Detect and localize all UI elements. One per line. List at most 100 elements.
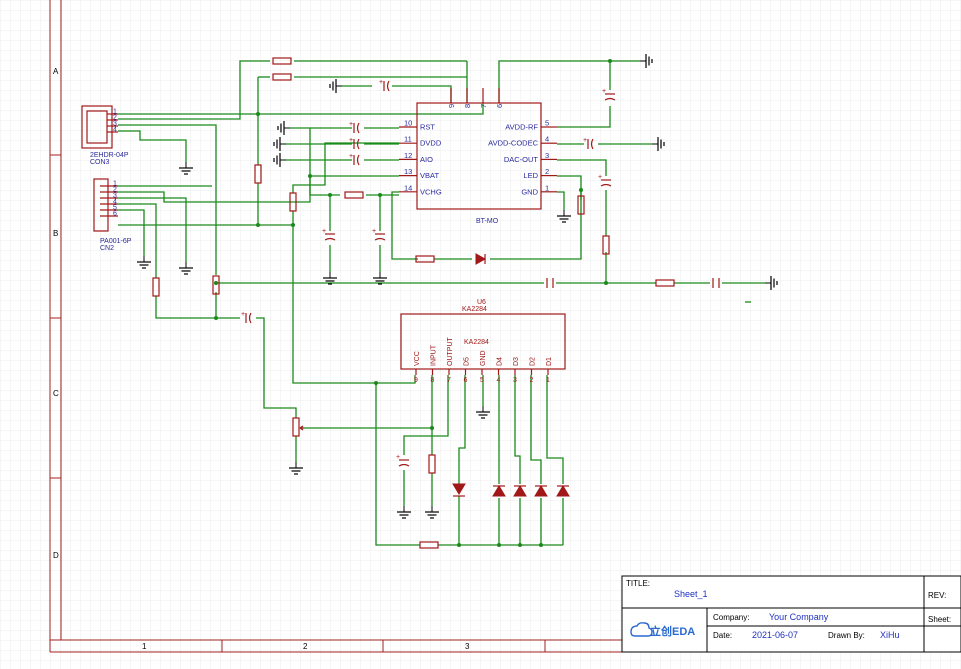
svg-text:+: +	[583, 137, 587, 144]
frame-row-label: A	[53, 67, 59, 76]
capacitor-e11[interactable]: +	[349, 153, 360, 166]
date-label: Date:	[713, 631, 732, 640]
drawn-by-value: XiHu	[880, 630, 900, 640]
btmo-left-pin-num: 11	[404, 135, 412, 144]
led-row-item[interactable]	[492, 485, 506, 497]
btmo-right-pin-name: LED	[523, 171, 538, 180]
u6-pin-num: 9	[414, 377, 418, 384]
u6-pin-name: OUTPUT	[447, 337, 454, 367]
svg-text:+: +	[349, 121, 353, 128]
capacitor-e8[interactable]: +	[379, 79, 390, 92]
resistor-r15[interactable]	[655, 279, 675, 287]
svg-text:+: +	[379, 79, 383, 86]
u6-pin-name: VCC	[414, 351, 421, 366]
u6-ref: U6	[477, 299, 486, 306]
u6-pin-num: 5	[480, 377, 484, 384]
rev-label: REV:	[928, 591, 946, 600]
capacitor-e15[interactable]: +	[583, 137, 594, 150]
con3-pin-num: 3	[113, 121, 117, 128]
btmo-left-pin-name: RST	[420, 123, 435, 132]
btmo-right-pin-name: DAC-OUT	[504, 155, 539, 164]
resistor-r16[interactable]	[344, 191, 364, 199]
led-led7[interactable]	[452, 483, 466, 497]
btmo-left-pin-name: VCHG	[420, 187, 442, 196]
u6-pin-num: 6	[464, 377, 468, 384]
logo-text: 立创EDA	[650, 624, 695, 638]
cn2-pin-num: 3	[113, 193, 117, 200]
u6-pin-name: D5	[464, 357, 471, 366]
u6-part: KA2284	[462, 306, 487, 313]
btmo-right-pin-num: 5	[545, 119, 549, 128]
u6-pin-name: INPUT	[431, 344, 438, 366]
cn2-ref: CN2	[100, 245, 114, 252]
btmo-right-pin-num: 3	[545, 151, 549, 160]
resistor-r12[interactable]	[212, 275, 220, 295]
resistor-r25[interactable]	[152, 277, 160, 297]
u6-pin-name: D3	[513, 357, 520, 366]
frame-row-label: D	[53, 551, 59, 560]
resistor-r24[interactable]	[415, 255, 435, 263]
led-row-item[interactable]	[513, 485, 527, 497]
company-value: Your Company	[769, 612, 829, 622]
btmo-left-pin-name: DVDD	[420, 139, 442, 148]
date-value: 2021-06-07	[752, 630, 798, 640]
sheet-title: Sheet_1	[674, 589, 708, 599]
u6-pin-name: D2	[530, 357, 537, 366]
cn2-pin-num: 1	[113, 181, 117, 188]
svg-text:+: +	[322, 228, 326, 235]
potentiometer-rp2[interactable]	[292, 417, 304, 437]
resistor-r26[interactable]	[289, 192, 297, 212]
resistor-r27[interactable]	[577, 195, 585, 215]
svg-text:+: +	[349, 153, 353, 160]
capacitor-e20[interactable]: +	[396, 454, 410, 467]
resistor-r8[interactable]	[272, 73, 292, 81]
frame-col-label: 1	[142, 642, 147, 651]
capacitor-e16[interactable]: +	[602, 88, 616, 101]
drawn-by-label: Drawn By:	[828, 631, 865, 640]
btmo-top-pin-num: 8	[463, 104, 472, 108]
svg-text:+: +	[241, 311, 245, 318]
u6-pin-name: GND	[480, 350, 487, 366]
btmo-right-pin-name: AVDD-CODEC	[488, 139, 538, 148]
u6-pin-num: 8	[431, 377, 435, 384]
capacitor-c7[interactable]	[712, 278, 720, 288]
resistor-r23[interactable]	[428, 454, 436, 474]
cloud-icon	[630, 622, 653, 637]
capacitor-e9[interactable]: +	[349, 121, 360, 134]
capacitor-e19[interactable]: +	[241, 311, 252, 324]
capacitor-e7[interactable]: +	[598, 174, 612, 187]
led-led6[interactable]	[475, 253, 487, 265]
ic-ka2284[interactable]: U6 KA2284 KA2284 9VCC8INPUT7OUTPUT6D55GN…	[400, 299, 566, 384]
u6-pin-num: 7	[447, 377, 451, 384]
capacitor-c10[interactable]	[546, 278, 554, 288]
btmo-left-pin-num: 14	[404, 183, 412, 192]
led-row-item[interactable]	[534, 485, 548, 497]
btmo-left-pin-num: 10	[404, 119, 412, 128]
led-row-item[interactable]	[556, 485, 570, 497]
frame-col-label: 2	[303, 642, 308, 651]
btmo-left-pin-name: VBAT	[420, 171, 439, 180]
resistor-r14[interactable]	[602, 235, 610, 255]
con3-pin-num: 2	[113, 115, 117, 122]
capacitor-e14[interactable]: +	[372, 228, 386, 241]
capacitor-e13[interactable]: +	[322, 228, 336, 241]
u6-pin-num: 2	[530, 377, 534, 384]
u6-pin-num: 4	[497, 377, 501, 384]
btmo-right-pin-num: 1	[545, 183, 549, 192]
resistor-r4[interactable]	[272, 57, 292, 65]
resistor-r6[interactable]	[254, 164, 262, 184]
btmo-right-pin-num: 2	[545, 167, 549, 176]
con3-ref: CON3	[90, 159, 110, 166]
capacitor-e10[interactable]: +	[349, 137, 360, 150]
title-label: TITLE:	[626, 579, 650, 588]
title-block: TITLE: Sheet_1 REV: Company: Your Compan…	[621, 575, 961, 653]
con3-pin-num: 4	[113, 127, 117, 134]
frame-row-label: B	[53, 229, 58, 238]
resistor-r22[interactable]	[419, 541, 439, 549]
cn2-pin-num: 5	[113, 205, 117, 212]
